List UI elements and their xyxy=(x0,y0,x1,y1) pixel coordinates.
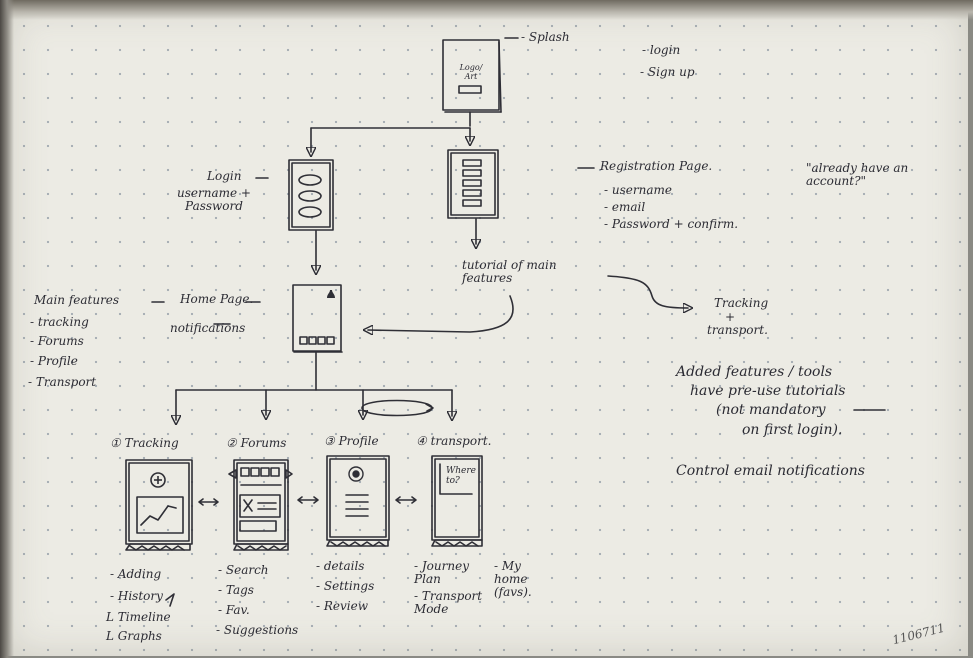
tutorial-target-tracking: Tracking xyxy=(714,297,768,310)
screen-link-arrows xyxy=(199,497,416,505)
home-sub: notifications xyxy=(170,322,245,335)
main-feature-forums: - Forums xyxy=(30,335,84,348)
registration-note: "already have an account?" xyxy=(806,162,942,188)
splash-option-signup: - Sign up xyxy=(640,66,695,79)
tracking-item-timeline: L Timeline xyxy=(106,611,171,624)
transport-screen-text: Where to? xyxy=(446,466,474,486)
splash-screen-text: Logo/ Art xyxy=(454,63,488,81)
note-added-2: have pre-use tutorials xyxy=(690,383,846,399)
transport-item-journey: - Journey Plan xyxy=(414,560,492,586)
transport-item-mode: - Transport Mode xyxy=(414,590,492,616)
login-screen-sketch xyxy=(289,160,333,230)
heading-tracking: ① Tracking xyxy=(110,437,179,450)
forums-item-suggestions: - Suggestions xyxy=(216,624,298,637)
main-feature-profile: - Profile xyxy=(30,355,78,368)
note-control-email: Control email notifications xyxy=(676,463,865,479)
note-added-1: Added features / tools xyxy=(676,364,832,380)
tracking-item-adding: - Adding xyxy=(110,568,161,581)
tracking-item-graphs: L Graphs xyxy=(106,630,162,643)
heading-forums: ② Forums xyxy=(226,437,286,450)
profile-item-review: - Review xyxy=(316,600,368,613)
avatar-icon xyxy=(349,467,363,481)
transport-item-myhome: - My home (favs). xyxy=(494,560,558,599)
login-label: Login xyxy=(207,170,241,183)
registration-field-email: - email xyxy=(604,201,645,214)
plus-circle-icon xyxy=(151,473,165,487)
splash-label: - Splash xyxy=(521,31,570,44)
main-feature-transport: - Transport xyxy=(28,376,96,389)
tutorial-target-transport: transport. xyxy=(707,324,768,337)
registration-label: Registration Page. xyxy=(600,160,712,173)
forums-item-search: - Search xyxy=(218,564,269,577)
note-added-3: (not mandatory xyxy=(716,402,826,418)
bell-icon xyxy=(327,290,335,298)
heading-profile: ③ Profile xyxy=(324,435,379,448)
registration-field-username: - username xyxy=(604,184,672,197)
profile-screen-sketch xyxy=(327,456,389,546)
profile-item-details: - details xyxy=(316,560,364,573)
splash-option-login: - login xyxy=(642,44,680,57)
registration-field-password: - Password + confirm. xyxy=(604,218,738,231)
main-features-title: Main features xyxy=(34,294,119,307)
forums-screen-sketch xyxy=(229,460,292,550)
home-screen-sketch xyxy=(293,285,342,352)
main-feature-tracking: - tracking xyxy=(30,316,89,329)
login-fields: username + Password xyxy=(174,187,254,213)
registration-screen-sketch xyxy=(448,150,498,218)
home-label: Home Page. xyxy=(180,293,253,306)
forums-item-fav: - Fav. xyxy=(218,604,250,617)
heading-transport: ④ transport. xyxy=(416,435,491,448)
tracking-item-history: - History xyxy=(110,590,163,603)
profile-item-settings: - Settings xyxy=(316,580,374,593)
note-added-4: on first login). xyxy=(742,422,842,438)
tutorial-label: tutorial of main features xyxy=(462,259,602,285)
forums-item-tags: - Tags xyxy=(218,584,254,597)
